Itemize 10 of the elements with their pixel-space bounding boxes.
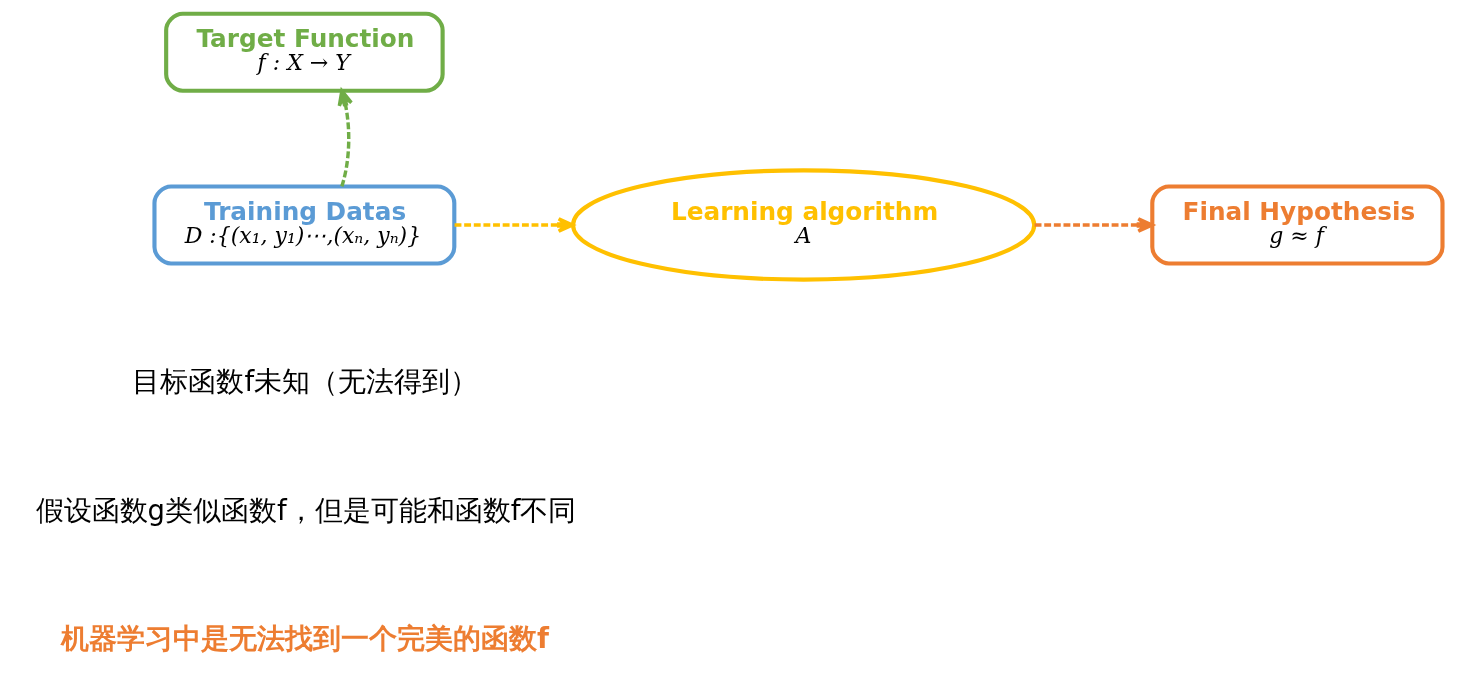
arrow bbox=[454, 217, 574, 233]
label: 假设函数g类似函数f，但是可能和函数f不同 bbox=[35, 494, 576, 527]
node-box: Training Datas D :{(x₁, y₁)⋯,(xₙ, yₙ)} bbox=[151, 184, 456, 266]
node-box: Target Function f : X → Y bbox=[163, 11, 445, 93]
arrow bbox=[1034, 217, 1154, 233]
label: 目标函数f未知（无法得到） bbox=[131, 364, 478, 397]
node-box: Final Hypothesis g ≈ f bbox=[1149, 184, 1445, 266]
node-ellipse: Learning algorithm A bbox=[570, 168, 1036, 282]
label: 机器学习中是无法找到一个完美的函数f bbox=[60, 622, 549, 655]
arrow bbox=[337, 89, 353, 187]
